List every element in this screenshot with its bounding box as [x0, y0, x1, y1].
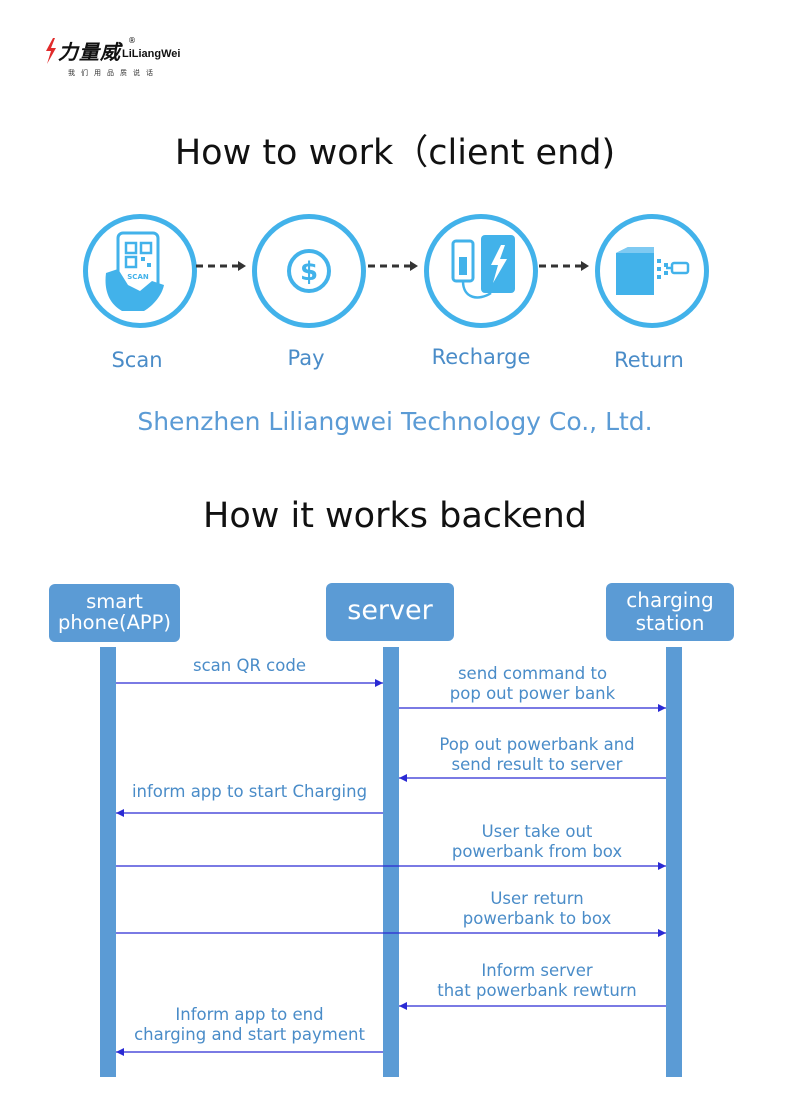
message-line: inform app to start Charging: [131, 782, 368, 801]
lightning-bolt-icon: [46, 38, 56, 64]
svg-text:SCAN: SCAN: [127, 273, 149, 281]
message-label: scan QR code: [116, 656, 383, 676]
company-name: Shenzhen Liliangwei Technology Co., Ltd.: [137, 407, 653, 436]
client-section-title: How to work（client end): [174, 133, 616, 173]
brand-slogan: 我们用品质说话: [68, 69, 159, 77]
step-label-pay: Pay: [287, 346, 325, 370]
step-arrow-1: [196, 261, 246, 271]
message-line: send result to server: [451, 755, 623, 774]
message-line: that powerbank rewturn: [437, 981, 637, 1000]
backend-section-title: How it works backend: [203, 496, 587, 536]
message-line: User return: [490, 889, 584, 908]
pay-step-circle: $: [252, 214, 366, 328]
message-line: Pop out powerbank and: [439, 735, 635, 754]
message-arrow-head: [658, 929, 666, 937]
actor-server: server: [326, 583, 454, 641]
message-line: Inform server: [481, 961, 593, 980]
actor-station-line-1: charging: [626, 588, 714, 612]
actor-smart-phone: smart phone(APP): [49, 584, 180, 642]
registered-mark: ®: [128, 36, 136, 45]
return-step-circle: [595, 214, 709, 328]
message-line: scan QR code: [193, 656, 306, 675]
brand-name-en: LiLiangWei: [122, 48, 181, 60]
svg-text:$: $: [300, 257, 318, 287]
phone-scan-icon: SCAN: [105, 231, 164, 311]
message-arrow-head: [399, 774, 407, 782]
step-label-return: Return: [614, 348, 684, 372]
scan-step-circle: SCAN: [83, 214, 197, 328]
actor-phone-line-2: phone(APP): [57, 611, 172, 634]
message-arrow-head: [375, 679, 383, 687]
message-label: Inform server that powerbank rewturn: [399, 961, 675, 1001]
message-label: Inform app to end charging and start pay…: [116, 1005, 383, 1045]
message-arrow-head: [116, 809, 124, 817]
dollar-icon: $: [287, 249, 331, 293]
lifeline-station: [666, 647, 682, 1077]
message-arrow-head: [658, 704, 666, 712]
message-line: pop out power bank: [449, 684, 616, 703]
brand-logo: 力量威 ® LiLiangWei 我们用品质说话: [44, 36, 234, 86]
message-label: Pop out powerbank and send result to ser…: [399, 735, 675, 775]
message-line: send command to: [457, 664, 608, 683]
message-arrow-head: [399, 1002, 407, 1010]
message-label: send command to pop out power bank: [399, 664, 666, 704]
actor-phone-line-1: smart: [86, 590, 143, 613]
step-label-recharge: Recharge: [431, 345, 531, 369]
step-arrow-3: [539, 261, 589, 271]
power-bank-icon: [451, 235, 515, 299]
brand-name-cn: 力量威: [58, 40, 121, 64]
lifeline-server: [383, 647, 399, 1077]
message-label: inform app to start Charging: [116, 782, 383, 802]
actor-station-line-2: station: [635, 611, 705, 635]
message-label: User take out powerbank from box: [399, 822, 675, 862]
lifeline-phone: [100, 647, 116, 1077]
actor-charging-station: charging station: [606, 583, 734, 641]
message-line: powerbank to box: [462, 909, 612, 928]
station-return-icon: [616, 247, 690, 295]
actor-server-label: server: [347, 595, 433, 626]
step-arrow-2: [368, 261, 418, 271]
message-line: User take out: [481, 822, 593, 841]
message-line: Inform app to end: [175, 1005, 324, 1024]
message-arrow-head: [658, 862, 666, 870]
recharge-step-circle: [424, 214, 538, 328]
message-arrow-head: [116, 1048, 124, 1056]
step-label-scan: Scan: [111, 348, 163, 372]
message-line: powerbank from box: [451, 842, 623, 861]
message-label: User return powerbank to box: [399, 889, 675, 929]
message-line: charging and start payment: [134, 1025, 365, 1044]
